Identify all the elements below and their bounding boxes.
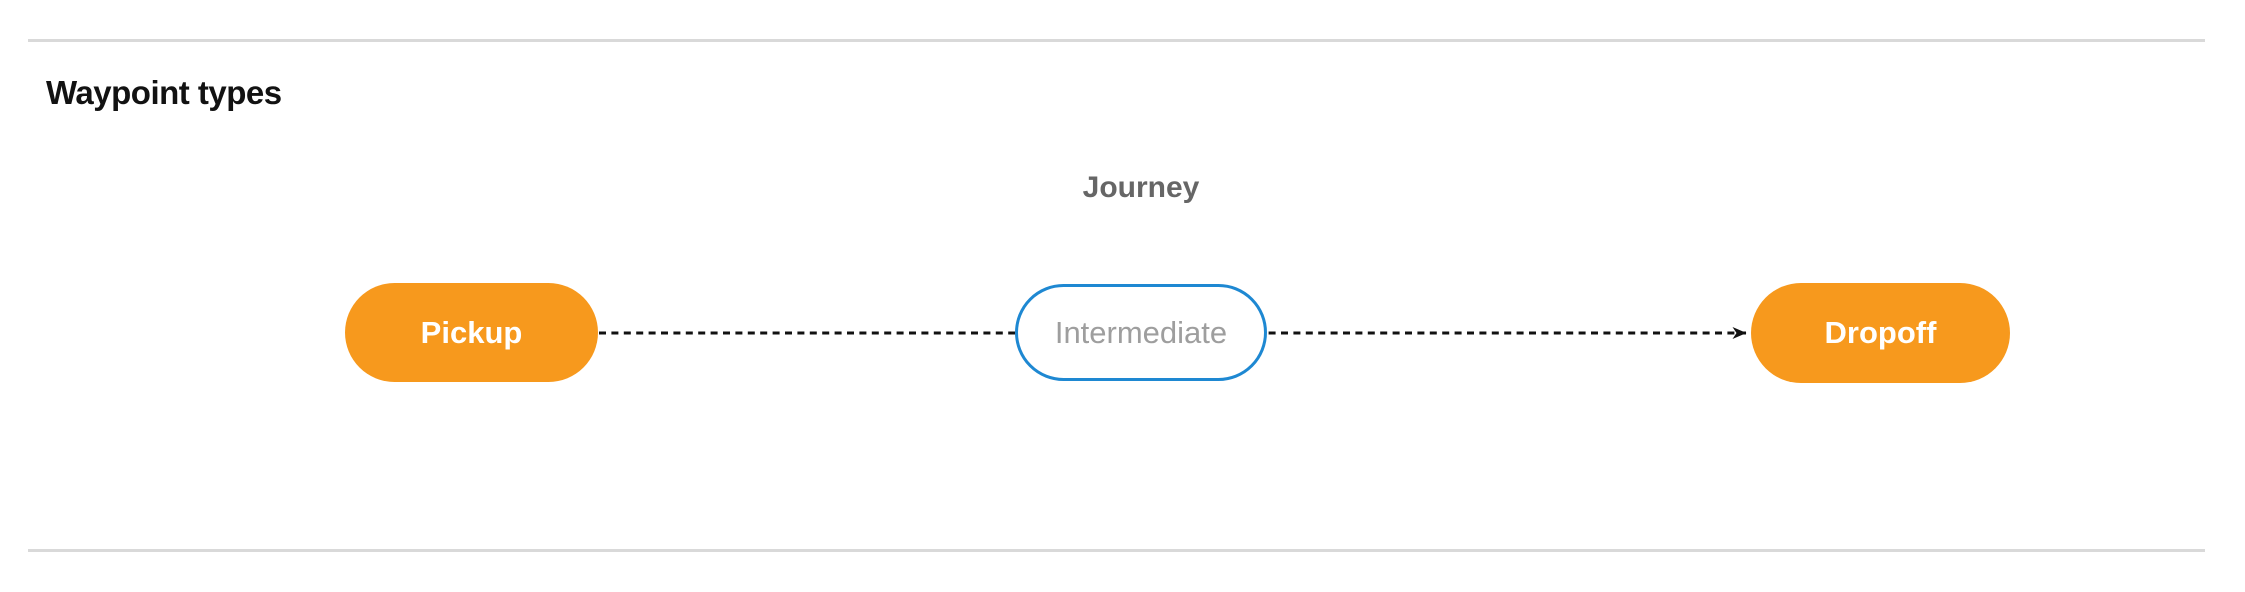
node-intermediate: Intermediate <box>1015 284 1267 381</box>
journey-group-label: Journey <box>1082 171 1200 204</box>
node-pickup: Pickup <box>345 283 598 382</box>
node-pickup-label: Pickup <box>420 314 523 350</box>
node-intermediate-label: Intermediate <box>1054 314 1228 350</box>
node-dropoff-label: Dropoff <box>1824 315 1937 350</box>
section-heading: Waypoint types <box>46 74 282 111</box>
bottom-divider <box>28 549 2205 552</box>
top-divider <box>28 39 2205 42</box>
node-dropoff: Dropoff <box>1751 283 2010 383</box>
